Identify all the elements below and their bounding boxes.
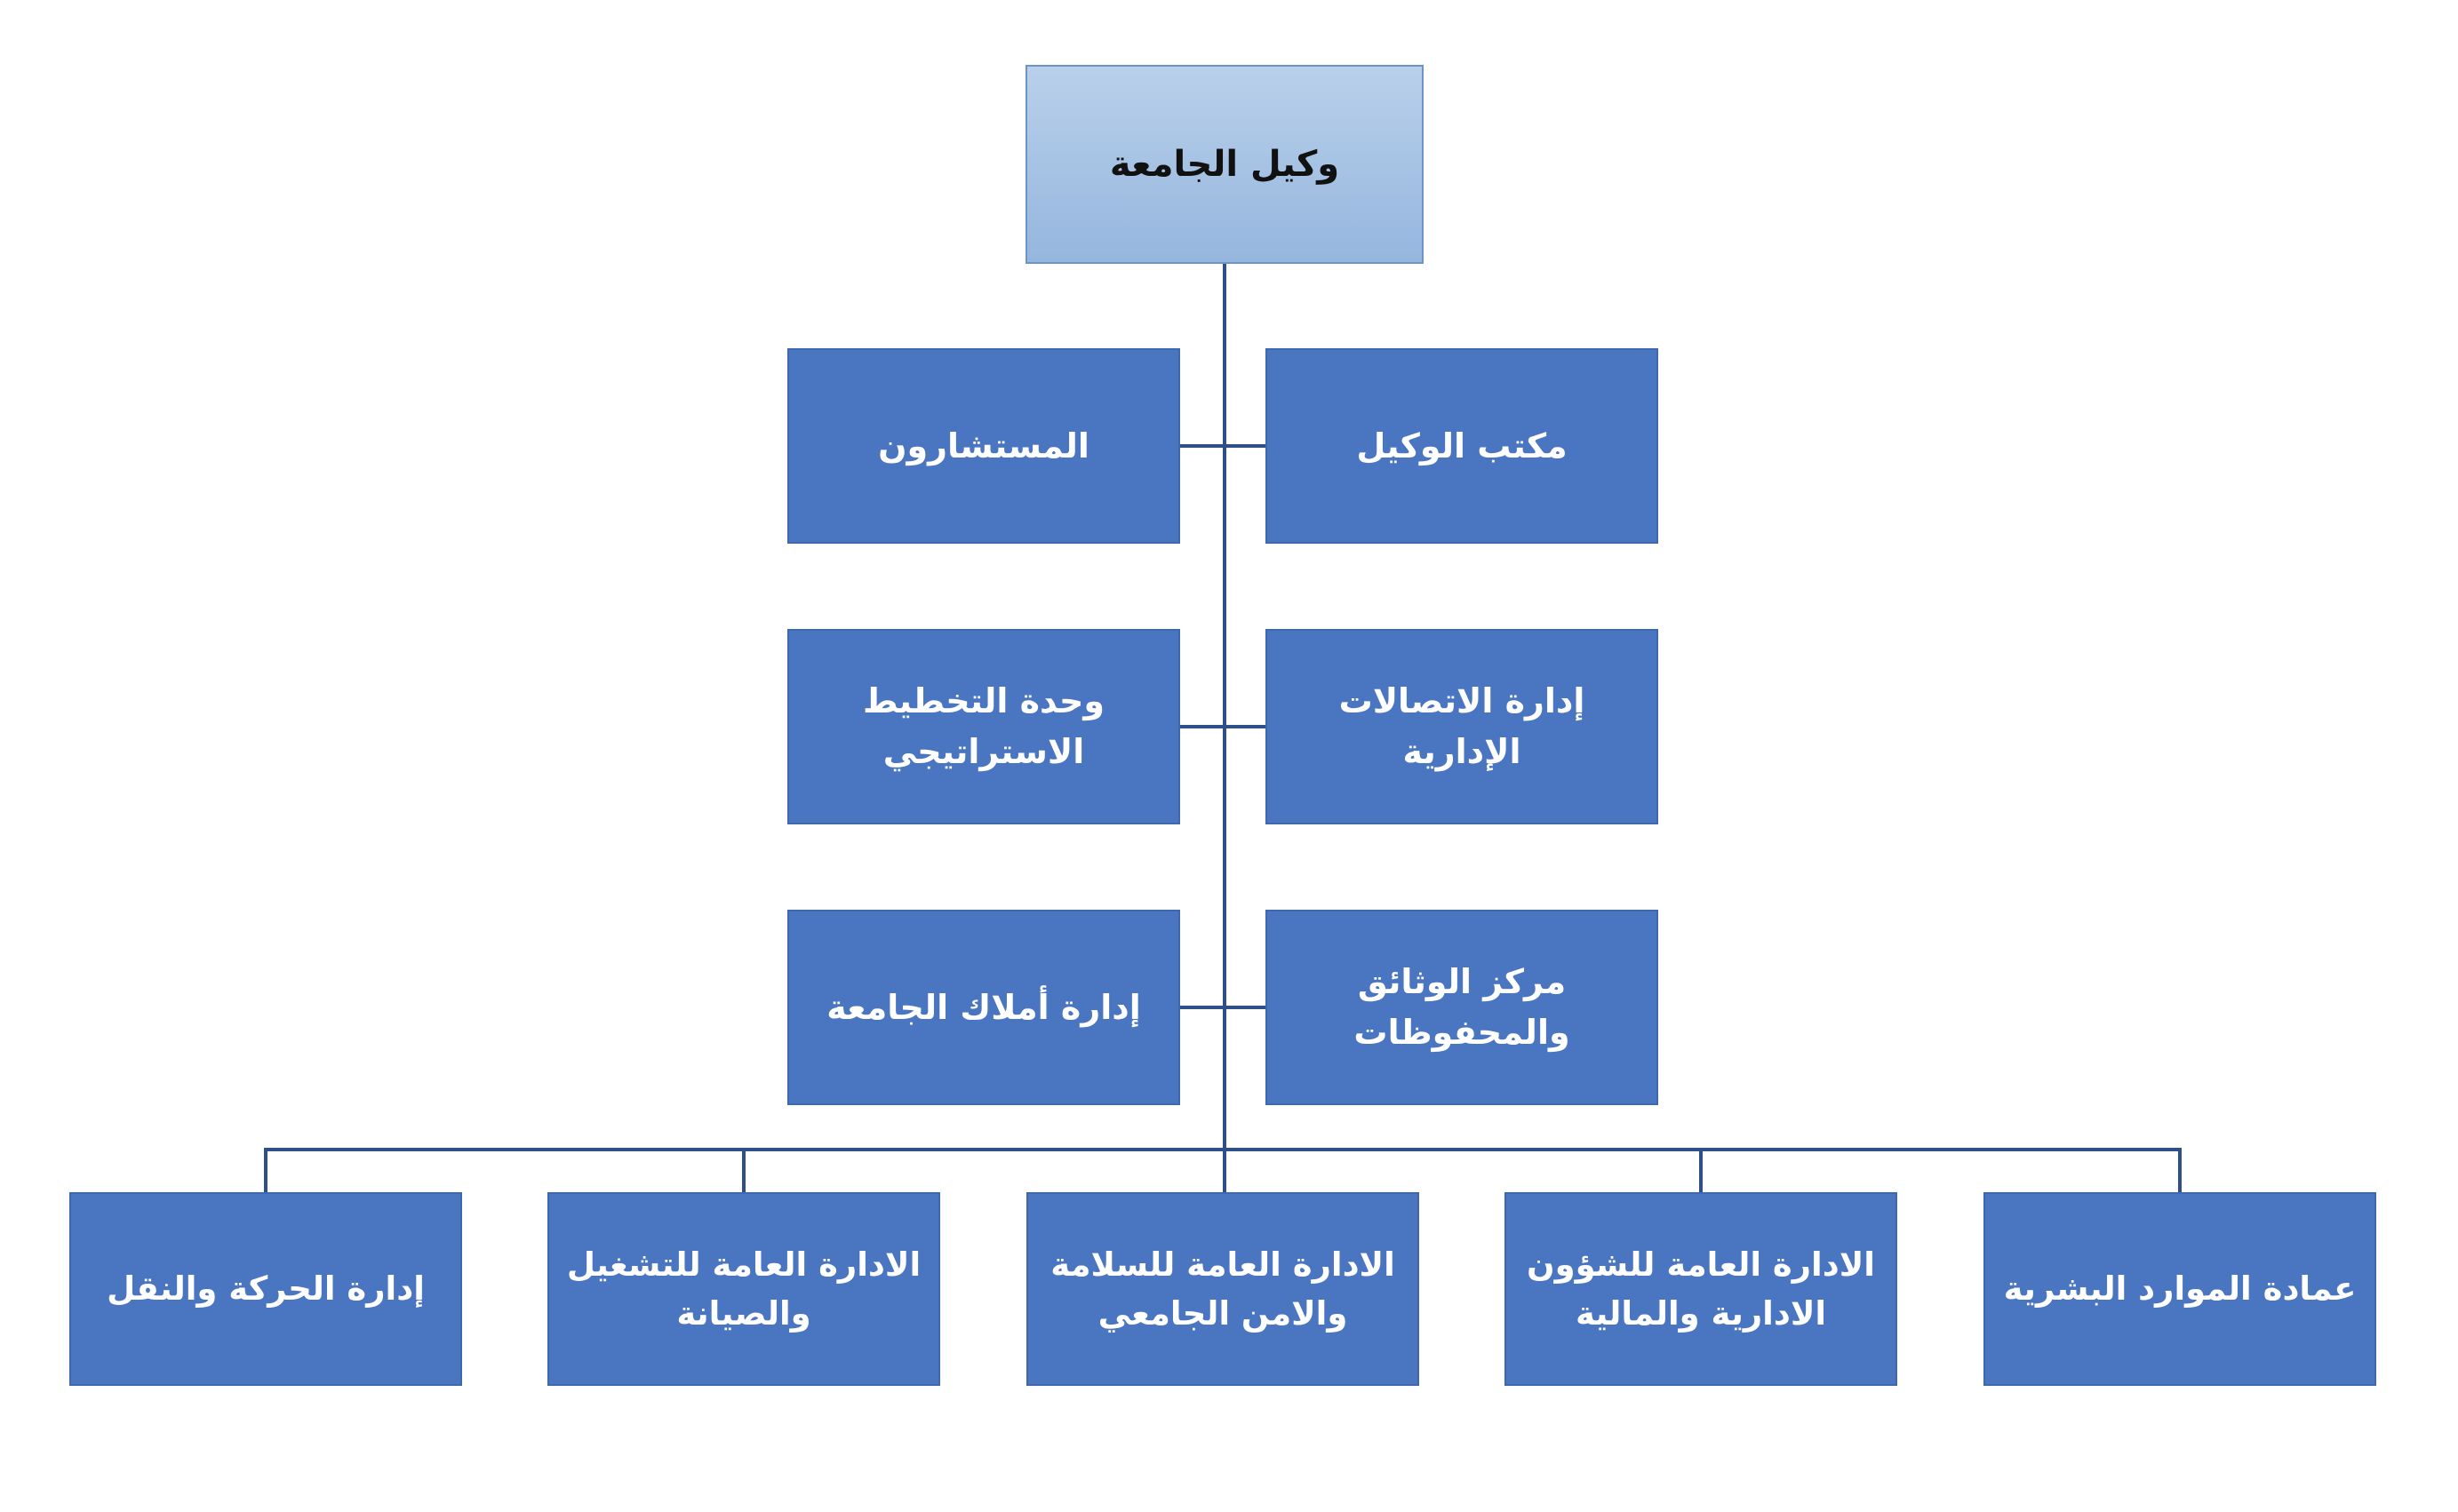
admin-financial-affairs-box: الادارة العامة للشؤون الادارية والمالية [1504,1192,1897,1386]
university-vice-president-box: وكيل الجامعة [1025,65,1424,264]
admin-communications-box: إدارة الاتصالات الإدارية [1265,629,1658,824]
documents-archives-box: مركز الوثائق والمحفوظات [1265,910,1658,1105]
strategic-planning-label: وحدة التخطيط الاستراتيجي [862,681,1105,771]
human-resources-box: عمادة الموارد البشرية [1983,1192,2376,1386]
university-properties-box: إدارة أملاك الجامعة [787,910,1180,1105]
safety-security-label: الادارة العامة للسلامة والامن الجامعي [1050,1245,1395,1333]
strategic-planning-box: وحدة التخطيط الاستراتيجي [787,629,1180,824]
advisors-box: المستشارون [787,348,1180,544]
university-properties-label: إدارة أملاك الجامعة [826,987,1141,1027]
operations-maintenance-label: الادارة العامة للتشغيل والصيانة [566,1245,922,1333]
transport-box: إدارة الحركة والنقل [69,1192,462,1386]
admin-financial-affairs-label: الادارة العامة للشؤون الادارية والمالية [1527,1245,1875,1333]
operations-maintenance-box: الادارة العامة للتشغيل والصيانة [547,1192,940,1386]
human-resources-label: عمادة الموارد البشرية [2003,1269,2357,1309]
advisors-label: المستشارون [878,426,1089,466]
vice-office-label: مكتب الوكيل [1356,426,1568,466]
transport-label: إدارة الحركة والنقل [107,1269,425,1309]
root-label: وكيل الجامعة [1109,144,1340,185]
documents-archives-label: مركز الوثائق والمحفوظات [1353,962,1570,1052]
vice-office-box: مكتب الوكيل [1265,348,1658,544]
safety-security-box: الادارة العامة للسلامة والامن الجامعي [1026,1192,1419,1386]
admin-communications-label: إدارة الاتصالات الإدارية [1338,681,1585,771]
